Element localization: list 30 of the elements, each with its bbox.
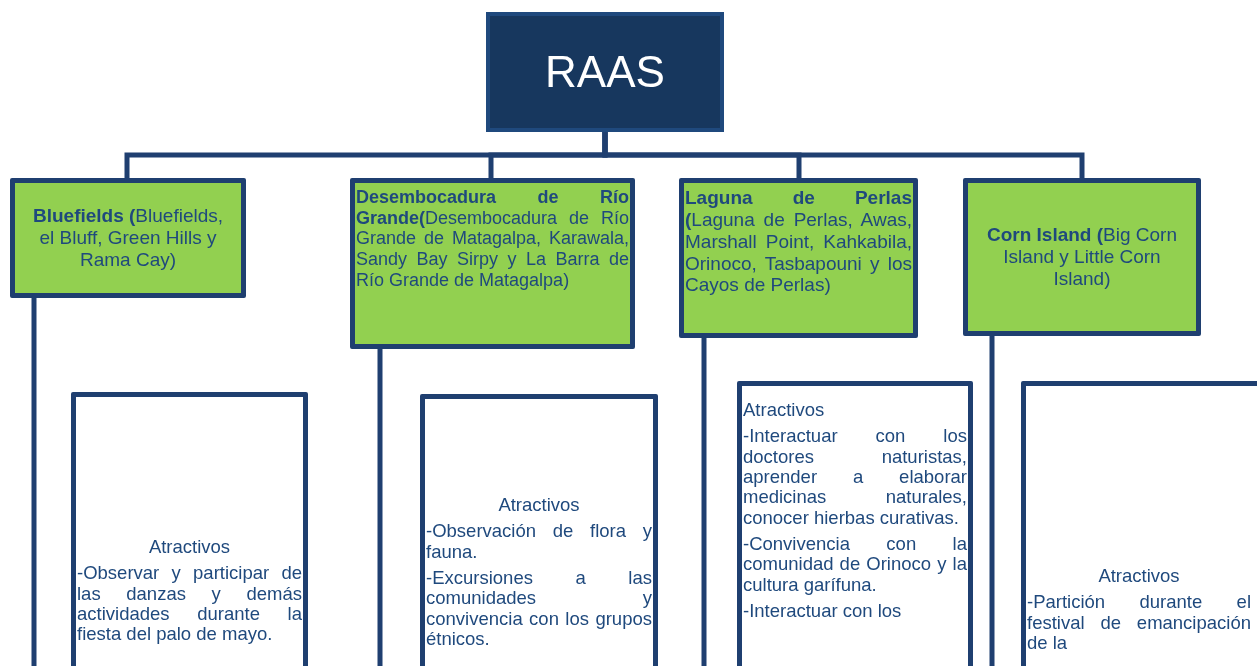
attraction-text: -Interactuar con los doctores naturistas, aprender a elaborar medicinas naturales, conocer hierbas curativas. [743, 426, 967, 529]
attraction-text: -Partición durante el festival de emancipación de la [1027, 592, 1251, 654]
attraction-text: -Interactuar con los [743, 601, 903, 622]
region-box [10, 178, 246, 298]
attraction-text: -Convivencia con la comunidad de Orinoco y la cultura garífuna. [743, 534, 967, 596]
connector-line [31, 298, 37, 666]
attraction-text: -Observación de flora y fauna. [426, 521, 652, 563]
attractions-box [737, 381, 973, 666]
section-heading: Atractivos [147, 537, 232, 558]
attractions-box [71, 392, 308, 666]
region-title: Bluefields (Bluefields, el Bluff, Green Hills y Rama Cay) [31, 205, 225, 271]
region-box [350, 178, 635, 349]
connector-line [602, 132, 1085, 178]
attraction-text: -Excursiones a las comunidades y convivencia con los grupos étnicos. [426, 568, 652, 650]
region-title: Laguna de Perlas (Laguna de Perlas, Awas, Marshall Point, Kahkabila, Orinoco, Tasbapouni y los Cayos de Perlas) [685, 187, 912, 297]
region-title: Desembocadura de Río Grande(Desembocadura de Río Grande de Matagalpa, Karawala, Sandy Bay Sirpy y La Barra de Río Grande de Matagalpa) [356, 187, 629, 291]
region-box [963, 178, 1201, 336]
section-heading: Atractivos [1097, 566, 1181, 587]
root-box [486, 12, 724, 132]
section-heading: Atractivos [497, 495, 581, 516]
attractions-box [1021, 381, 1257, 666]
connector-line [989, 336, 995, 666]
root-title: RAAS [545, 47, 665, 97]
attractions-box [420, 394, 658, 666]
attraction-text: -Observar y participar de las danzas y demás actividades durante la fiesta del palo de mayo. [77, 563, 302, 645]
connector-line [377, 349, 383, 666]
section-heading: Atractivos [743, 400, 826, 421]
connector-line [701, 338, 707, 666]
region-title: Corn Island (Big Corn Island y Little Corn Island) [985, 224, 1178, 290]
region-box [679, 178, 918, 338]
